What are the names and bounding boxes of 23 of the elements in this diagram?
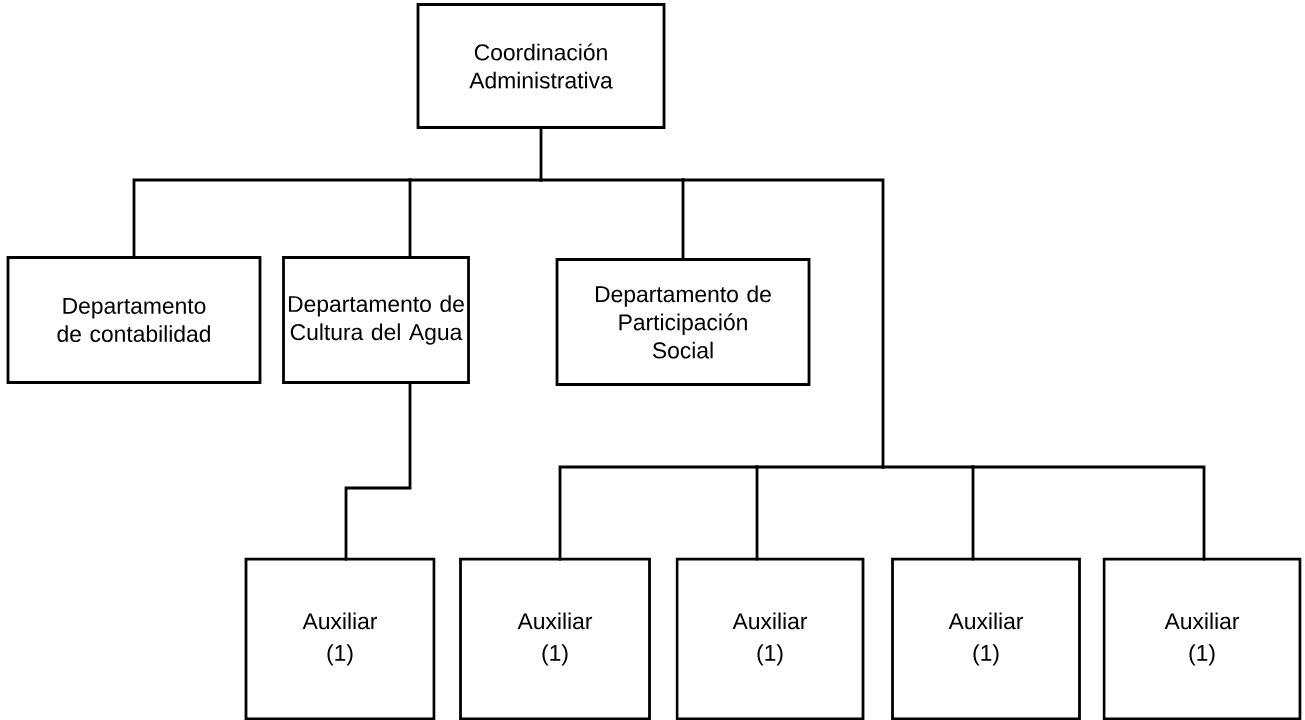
connector-line [681, 178, 885, 469]
org-box: Departamento de Participación Social [555, 258, 811, 386]
connector-line [539, 126, 543, 182]
org-box: Auxiliar (1) [1102, 557, 1302, 720]
connector-line [408, 178, 543, 182]
org-box: Coordinación Administrativa [416, 3, 666, 129]
connector-line [971, 465, 1206, 561]
connector-line [681, 178, 685, 261]
connector-line [881, 465, 975, 469]
org-box: Auxiliar (1) [459, 557, 651, 720]
org-box: Departamento de contabilidad [6, 256, 262, 384]
connector-line [344, 381, 412, 561]
connector-line [132, 178, 412, 259]
connector-line [971, 465, 975, 561]
connector-line [755, 465, 759, 561]
org-box: Departamento de Cultura del Agua [282, 256, 470, 384]
connector-line [408, 178, 412, 259]
connector-line [755, 465, 885, 469]
org-box: Auxiliar (1) [244, 557, 436, 720]
connector-line [539, 178, 685, 182]
connector-line [558, 465, 759, 561]
org-box: Auxiliar (1) [891, 557, 1081, 720]
org-box: Auxiliar (1) [675, 557, 865, 720]
